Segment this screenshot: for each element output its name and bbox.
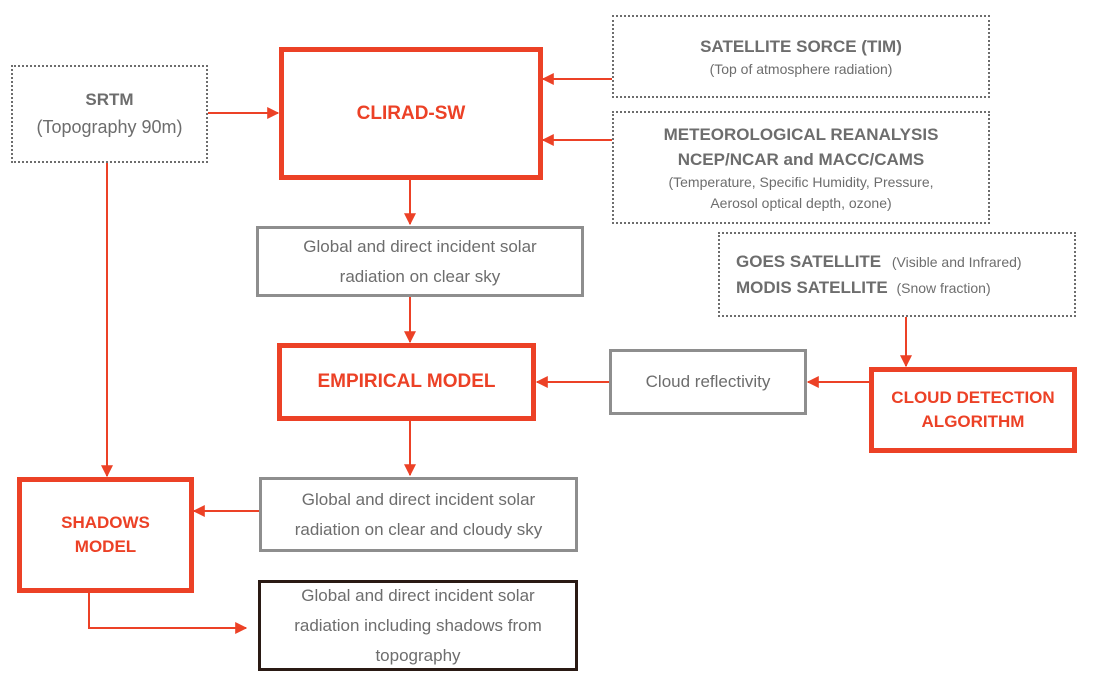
cloud-reflectivity-node: Cloud reflectivity bbox=[609, 349, 807, 415]
cloud-detection-algorithm-node: CLOUD DETECTION ALGORITHM bbox=[869, 367, 1077, 453]
goes-satellite-label: GOES SATELLITE bbox=[736, 251, 882, 271]
shadows-model-line2: MODEL bbox=[74, 537, 137, 556]
clear-cloudy-sky-line1: Global and direct incident solar bbox=[301, 489, 536, 509]
clear-cloudy-sky-radiation-node: Global and direct incident solar radiati… bbox=[259, 477, 578, 552]
empirical-model-title: EMPIRICAL MODEL bbox=[317, 371, 496, 392]
shadows-model-line1: SHADOWS bbox=[61, 513, 150, 532]
clear-sky-radiation-line1: Global and direct incident solar bbox=[303, 236, 537, 256]
meteorological-reanalysis-variables-cont: Aerosol optical depth, ozone) bbox=[710, 194, 892, 211]
modis-satellite-label: MODIS SATELLITE bbox=[736, 277, 888, 297]
satellite-source-node: SATELLITE SORCE (TIM) (Top of atmosphere… bbox=[612, 15, 990, 98]
satellite-source-subtitle: (Top of atmosphere radiation) bbox=[709, 60, 893, 77]
empirical-model-node: EMPIRICAL MODEL bbox=[277, 343, 536, 421]
radiation-with-shadows-node: Global and direct incident solar radiati… bbox=[258, 580, 578, 671]
arrow-shadows-to-final bbox=[88, 592, 248, 634]
cloud-detection-line2: ALGORITHM bbox=[921, 412, 1025, 431]
satellite-source-title: SATELLITE SORCE (TIM) bbox=[700, 36, 902, 56]
goes-modis-node: GOES SATELLITE (Visible and Infrared) MO… bbox=[718, 232, 1076, 317]
clear-cloudy-sky-line2: radiation on clear and cloudy sky bbox=[294, 519, 543, 539]
shadows-model-node: SHADOWS MODEL bbox=[17, 477, 194, 593]
radiation-with-shadows-line1: Global and direct incident solar bbox=[301, 585, 535, 605]
goes-satellite-row: GOES SATELLITE (Visible and Infrared) bbox=[736, 249, 1022, 275]
clear-sky-radiation-line2: radiation on clear sky bbox=[339, 266, 501, 286]
srtm-title: SRTM bbox=[85, 89, 134, 109]
cloud-detection-line1: CLOUD DETECTION bbox=[891, 388, 1055, 407]
radiation-with-shadows-line2: radiation including shadows from bbox=[294, 615, 542, 635]
meteorological-reanalysis-title: METEOROLOGICAL REANALYSIS bbox=[663, 124, 939, 144]
modis-satellite-row: MODIS SATELLITE (Snow fraction) bbox=[736, 275, 991, 301]
cloud-reflectivity-title: Cloud reflectivity bbox=[645, 372, 771, 391]
goes-satellite-detail: (Visible and Infrared) bbox=[891, 253, 1022, 270]
clirad-sw-node: CLIRAD-SW bbox=[279, 47, 543, 180]
srtm-node: SRTM (Topography 90m) bbox=[11, 65, 208, 163]
meteorological-reanalysis-variables: (Temperature, Specific Humidity, Pressur… bbox=[668, 173, 934, 190]
clirad-sw-title: CLIRAD-SW bbox=[356, 102, 466, 124]
radiation-with-shadows-line3: topography bbox=[375, 645, 461, 665]
meteorological-reanalysis-node: METEOROLOGICAL REANALYSIS NCEP/NCAR and … bbox=[612, 111, 990, 224]
modis-satellite-detail: (Snow fraction) bbox=[896, 279, 991, 296]
srtm-subtitle: (Topography 90m) bbox=[36, 116, 183, 137]
meteorological-reanalysis-sources: NCEP/NCAR and MACC/CAMS bbox=[677, 149, 925, 169]
clear-sky-radiation-node: Global and direct incident solar radiati… bbox=[256, 226, 584, 297]
